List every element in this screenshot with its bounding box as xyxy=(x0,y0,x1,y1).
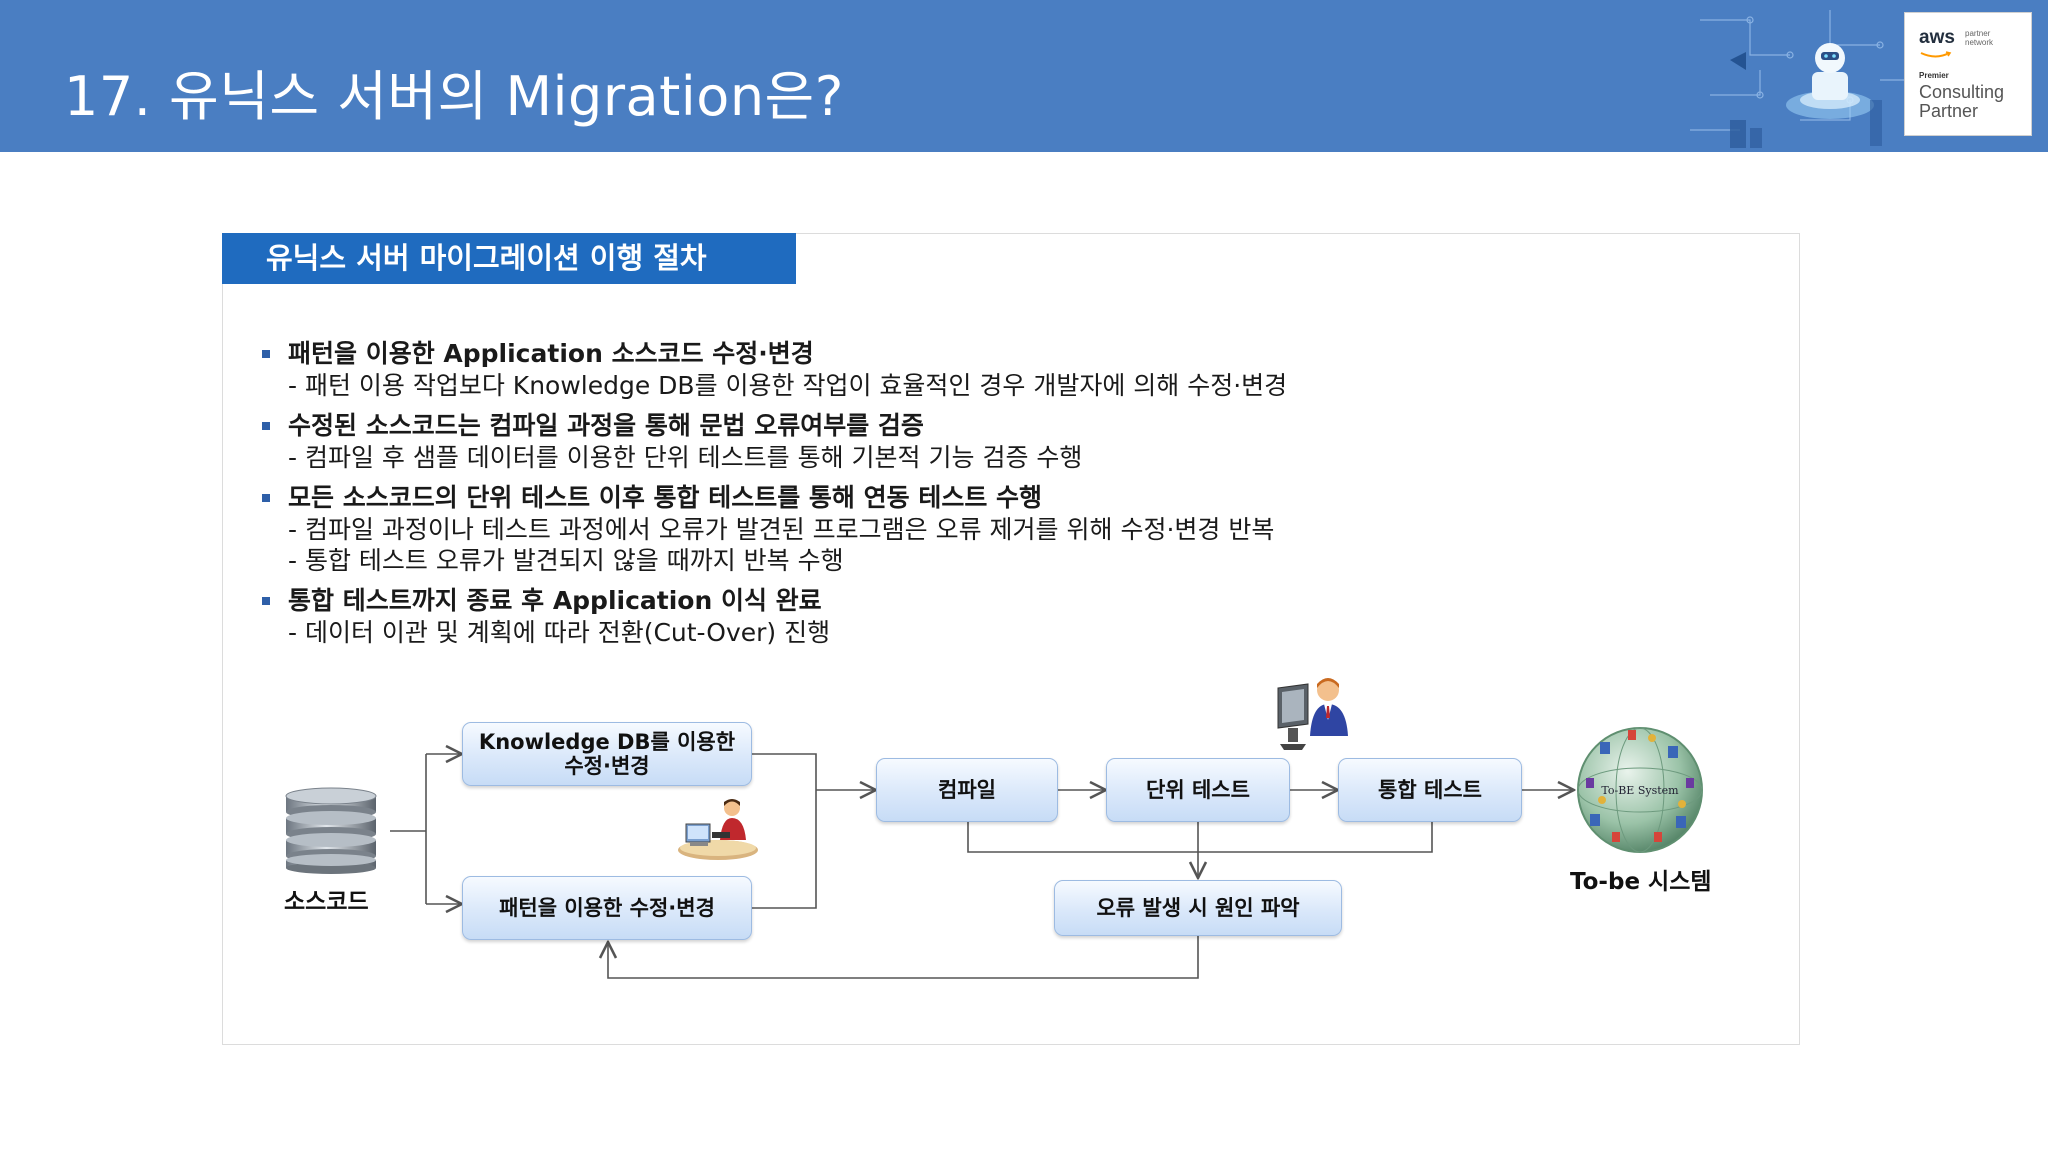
error-analysis-node: 오류 발생 시 원인 파악 xyxy=(1054,880,1342,936)
bullet-heading: 모든 소스코드의 단위 테스트 이후 통합 테스트를 통해 연동 테스트 수행 xyxy=(260,482,1760,514)
aws-smile-logo xyxy=(1920,51,1952,58)
bullet-heading: 통합 테스트까지 종료 후 Application 이식 완료 xyxy=(260,585,1760,617)
aws-logo-text: aws xyxy=(1919,27,1955,48)
bullet-detail: - 데이터 이관 및 계획에 따라 전환(Cut-Over) 진행 xyxy=(288,618,831,647)
source-code-label: 소스코드 xyxy=(284,889,369,915)
bullet-marker xyxy=(262,350,270,358)
consulting-line: Consulting xyxy=(1919,82,2005,102)
bullet-detail: - 컴파일 과정이나 테스트 과정에서 오류가 발견된 프로그램은 오류 제거를… xyxy=(288,515,1275,544)
bullet-item: 수정된 소스코드는 컴파일 과정을 통해 문법 오류여부를 검증 - 컴파일 후… xyxy=(260,410,1760,473)
consulting-partner-text: Consulting Partner xyxy=(1919,83,2004,121)
procedure-bullet-list: 패턴을 이용한 Application 소스코드 수정·변경 - 패턴 이용 작… xyxy=(260,338,1760,657)
bullet-marker xyxy=(262,494,270,502)
partner-network-text: partner network xyxy=(1965,29,1994,47)
bullet-heading-text: 수정된 소스코드는 컴파일 과정을 통해 문법 오류여부를 검증 xyxy=(288,411,924,440)
tobe-system-label: To-be 시스템 xyxy=(1570,869,1712,895)
bullet-detail: - 패턴 이용 작업보다 Knowledge DB를 이용한 작업이 효율적인 … xyxy=(288,371,1288,400)
pattern-modify-node: 패턴을 이용한 수정·변경 xyxy=(462,876,752,940)
premier-text: Premier xyxy=(1919,71,1949,80)
unit-test-node: 단위 테스트 xyxy=(1106,758,1290,822)
section-title-tab: 유닉스 서버 마이그레이션 이행 절차 xyxy=(222,233,796,284)
page-title: 17. 유닉스 서버의 Migration은? xyxy=(64,65,844,128)
title-banner: 17. 유닉스 서버의 Migration은? aws partner netw… xyxy=(0,0,2048,152)
bullet-marker xyxy=(262,422,270,430)
compile-node: 컴파일 xyxy=(876,758,1058,822)
bullet-heading-text: 패턴을 이용한 Application 소스코드 수정·변경 xyxy=(288,339,814,368)
bullet-marker xyxy=(262,597,270,605)
bullet-detail: - 컴파일 후 샘플 데이터를 이용한 단위 테스트를 통해 기본적 기능 검증… xyxy=(288,443,1083,472)
aws-partner-badge: aws partner network Premier Consulting P… xyxy=(1904,12,2032,136)
partner-line: Partner xyxy=(1919,101,1979,121)
bullet-detail: - 통합 테스트 오류가 발견되지 않을 때까지 반복 수행 xyxy=(288,546,844,575)
bullet-item: 모든 소스코드의 단위 테스트 이후 통합 테스트를 통해 연동 테스트 수행 … xyxy=(260,482,1760,576)
bullet-item: 패턴을 이용한 Application 소스코드 수정·변경 - 패턴 이용 작… xyxy=(260,338,1760,401)
kdb-node-line1: Knowledge DB를 이용한 xyxy=(478,730,736,754)
bullet-heading: 수정된 소스코드는 컴파일 과정을 통해 문법 오류여부를 검증 xyxy=(260,410,1760,442)
bullet-item: 통합 테스트까지 종료 후 Application 이식 완료 - 데이터 이관… xyxy=(260,585,1760,648)
kdb-node-line2: 수정·변경 xyxy=(564,754,650,778)
kdb-modify-node: Knowledge DB를 이용한 수정·변경 xyxy=(462,722,752,786)
integration-test-node: 통합 테스트 xyxy=(1338,758,1522,822)
bullet-heading: 패턴을 이용한 Application 소스코드 수정·변경 xyxy=(260,338,1760,370)
circuit-decoration xyxy=(1690,10,1920,148)
bullet-heading-text: 모든 소스코드의 단위 테스트 이후 통합 테스트를 통해 연동 테스트 수행 xyxy=(288,483,1043,512)
bullet-heading-text: 통합 테스트까지 종료 후 Application 이식 완료 xyxy=(288,586,822,615)
